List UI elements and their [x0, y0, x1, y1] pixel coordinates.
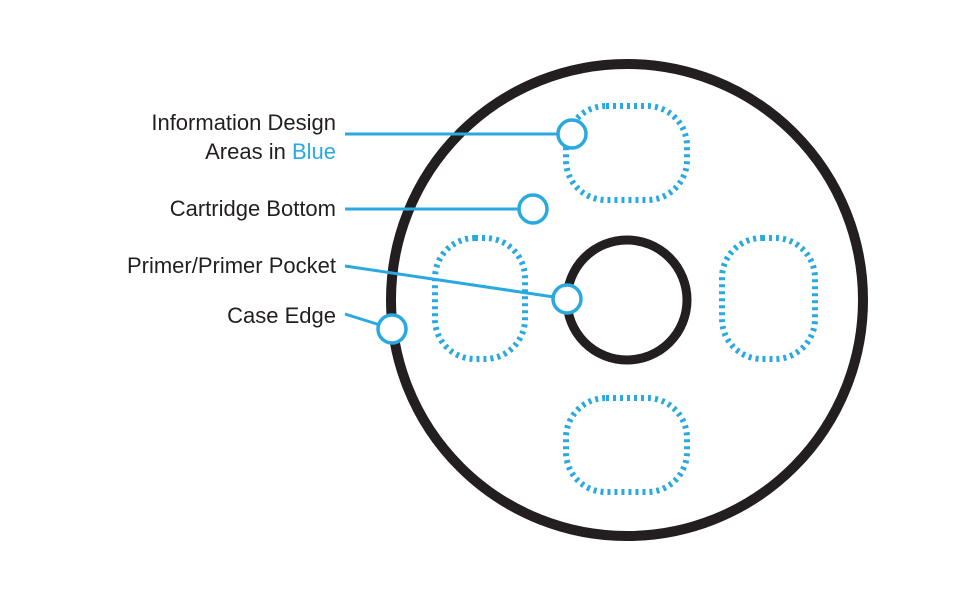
marker-case-edge	[376, 313, 408, 345]
design-area-right	[719, 235, 818, 362]
information-design-areas	[432, 103, 818, 495]
label-cartridge-bottom: Cartridge Bottom	[170, 196, 336, 221]
design-area-top	[563, 103, 690, 203]
design-area-bottom	[563, 395, 690, 495]
case-edge-outline	[386, 59, 868, 541]
leader-line-primer-pocket	[344, 264, 555, 299]
label-info-design-line2-prefix: Areas in	[205, 139, 292, 164]
label-info-design-line1: Information Design	[151, 110, 336, 135]
design-area-left	[432, 235, 528, 362]
primer-pocket-ring	[562, 235, 692, 365]
marker-info-design	[556, 118, 588, 150]
label-primer-pocket: Primer/Primer Pocket	[127, 253, 336, 278]
label-info-design-highlight: Blue	[292, 139, 336, 164]
marker-cartridge-bottom	[517, 193, 549, 225]
label-info-design-line2: Areas in Blue	[205, 139, 336, 164]
leader-line-case-edge	[344, 312, 381, 327]
marker-primer-pocket	[551, 283, 583, 315]
label-case-edge: Case Edge	[227, 303, 336, 328]
